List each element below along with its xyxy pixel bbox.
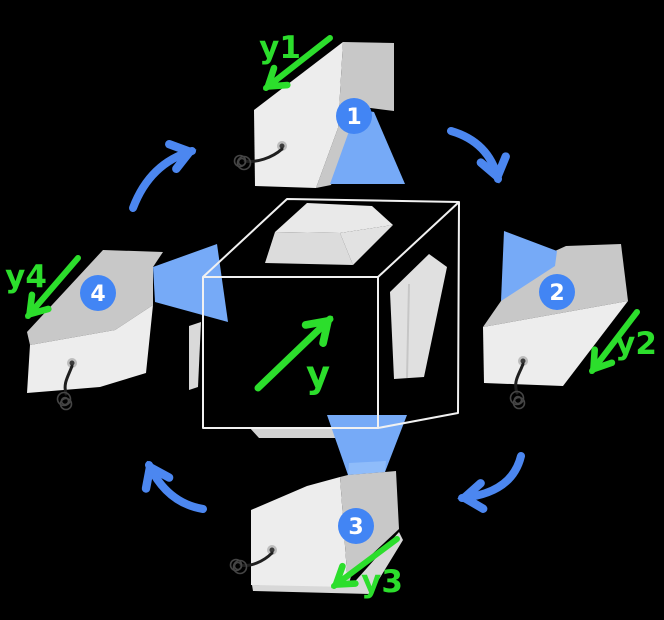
axis-label-y1: y1 xyxy=(259,30,301,66)
axis-annotations: y1 y2 y3 y4 y xyxy=(5,30,657,600)
camera-3-frustum xyxy=(327,415,407,475)
camera-3-badge-number: 3 xyxy=(348,515,363,540)
axis-arrow-y1 xyxy=(263,35,333,91)
axis-arrow-y3 xyxy=(331,536,400,589)
camera-3-frustum-near-band xyxy=(348,461,386,475)
interior-right-panel-edge xyxy=(406,283,410,379)
interior-slab-right-face xyxy=(340,225,393,265)
camera-4-frustum xyxy=(153,244,228,322)
camera-1-badge-circle xyxy=(336,98,372,134)
axis-label-y4: y4 xyxy=(5,259,47,295)
camera-2-badge-number: 2 xyxy=(549,281,564,306)
camera-1-cable xyxy=(243,147,284,163)
interior-sliver-shape xyxy=(189,322,201,390)
camera-3-cable-coil xyxy=(229,558,248,575)
camera-4-cable-coil xyxy=(56,391,73,411)
camera-3-cable xyxy=(239,551,274,567)
camera-3-far-edge-shape xyxy=(249,427,345,438)
object-axis-label-y: y xyxy=(306,353,330,396)
camera-2: 2 xyxy=(483,231,628,410)
camera-2-badge-circle xyxy=(539,274,575,310)
camera-2-cable xyxy=(514,362,525,395)
camera-1-body-light-face xyxy=(254,42,343,188)
axis-arrow-y4 xyxy=(25,255,81,319)
camera-3: 3 xyxy=(229,415,407,594)
camera-4-cable-port-hole xyxy=(69,360,75,366)
camera-3-body-light-face xyxy=(251,477,348,588)
cube-top-right-edge xyxy=(377,201,460,278)
interior-slab-top-face xyxy=(275,203,393,233)
camera-1-badge: 1 xyxy=(336,98,372,134)
camera-2-cable-port-hole xyxy=(520,358,526,364)
camera-1-cable-port-hole xyxy=(279,143,285,149)
camera-4: 4 xyxy=(27,244,228,411)
object-axis-arrow-y xyxy=(254,315,334,392)
axis-label-y2: y2 xyxy=(615,326,657,362)
axis-label-y3: y3 xyxy=(361,564,403,600)
camera-3-cable-port-hole xyxy=(269,547,275,553)
camera-2-badge: 2 xyxy=(539,274,575,310)
rotation-arrow-bottom-left xyxy=(141,460,207,513)
rotation-arrow-bottom-right xyxy=(457,452,525,513)
camera-4-badge-circle xyxy=(80,275,116,311)
camera-1-frustum xyxy=(330,109,405,184)
rotation-arrows xyxy=(129,127,525,513)
camera-2-frustum xyxy=(501,231,557,301)
camera-3-badge-circle xyxy=(338,508,374,544)
camera-3-badge: 3 xyxy=(338,508,374,544)
camera-2-cable-coil xyxy=(509,390,526,410)
camera-1-badge-number: 1 xyxy=(346,105,361,130)
interior-slab-front-face xyxy=(265,232,353,265)
camera-1: 1 xyxy=(233,42,405,188)
camera-4-body-light-face xyxy=(27,305,153,393)
camera-1-cable-coil xyxy=(233,154,252,171)
camera-4-badge-number: 4 xyxy=(90,282,105,307)
camera-3-body-bottom-face xyxy=(252,532,403,594)
camera-4-cable xyxy=(63,364,74,396)
axis-arrow-y2 xyxy=(589,309,640,374)
camera-2-body-light-face xyxy=(483,301,628,386)
rotation-arrow-top-right xyxy=(447,127,510,184)
interior-right-panel-shape xyxy=(390,254,447,379)
camera-4-badge: 4 xyxy=(80,275,116,311)
cube-interior-shapes xyxy=(189,203,447,390)
rotation-arrow-top-left xyxy=(129,139,197,212)
cube-wireframe xyxy=(202,198,460,429)
